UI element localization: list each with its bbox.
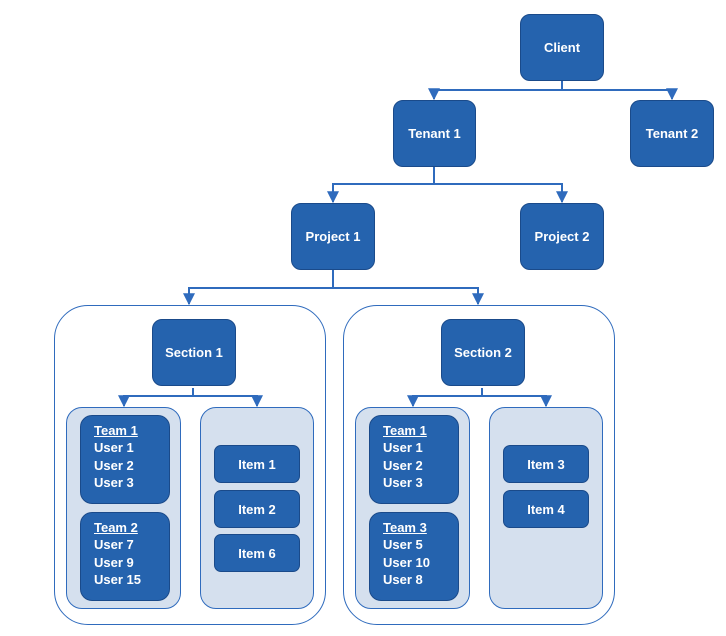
team-user: User 8 bbox=[383, 572, 423, 587]
team-name: Team 2 bbox=[94, 520, 138, 535]
section-2-items-panel: Item 3 Item 4 bbox=[489, 407, 603, 609]
team-card: Team 2 User 7 User 9 User 15 bbox=[80, 512, 170, 601]
connector-client-tenants bbox=[428, 81, 563, 101]
team-user: User 3 bbox=[383, 475, 423, 490]
item-box: Item 2 bbox=[214, 490, 300, 528]
item-box: Item 3 bbox=[503, 445, 589, 483]
connector-client-tenant2 bbox=[562, 88, 678, 101]
section-1-items-panel: Item 1 Item 2 Item 6 bbox=[200, 407, 314, 609]
team-user: User 5 bbox=[383, 537, 423, 552]
team-user: User 1 bbox=[94, 440, 134, 455]
team-user: User 2 bbox=[94, 457, 134, 473]
team-name: Team 3 bbox=[383, 520, 427, 535]
team-card: Team 1 User 1 User 2 User 3 bbox=[369, 415, 459, 504]
team-user: User 15 bbox=[94, 572, 141, 587]
item-box: Item 4 bbox=[503, 490, 589, 528]
section-2-node: Section 2 bbox=[441, 319, 525, 386]
team-user: User 1 bbox=[383, 440, 423, 455]
section-1-node: Section 1 bbox=[152, 319, 236, 386]
team-user: User 3 bbox=[94, 475, 134, 490]
connector-project1-section2 bbox=[333, 287, 484, 306]
team-user: User 2 bbox=[383, 457, 423, 473]
section-2-container: Section 2 Team 1 User 1 User 2 User 3 Te… bbox=[343, 305, 615, 625]
team-user: User 9 bbox=[94, 554, 134, 570]
item-box: Item 1 bbox=[214, 445, 300, 483]
connector-tenant1-project2 bbox=[434, 183, 568, 204]
team-name: Team 1 bbox=[94, 423, 138, 438]
project-2-node: Project 2 bbox=[520, 203, 604, 270]
connector-tenant1-projects bbox=[327, 166, 435, 204]
section-1-teams-panel: Team 1 User 1 User 2 User 3 Team 2 User … bbox=[66, 407, 181, 609]
team-user: User 10 bbox=[383, 554, 430, 570]
client-node: Client bbox=[520, 14, 604, 81]
team-card: Team 1 User 1 User 2 User 3 bbox=[80, 415, 170, 504]
tenant-2-node: Tenant 2 bbox=[630, 100, 714, 167]
section-2-teams-panel: Team 1 User 1 User 2 User 3 Team 3 User … bbox=[355, 407, 470, 609]
team-card: Team 3 User 5 User 10 User 8 bbox=[369, 512, 459, 601]
section-2-connectors bbox=[407, 388, 552, 408]
team-user: User 7 bbox=[94, 537, 134, 552]
section-1-container: Section 1 Team 1 User 1 User 2 User 3 Te… bbox=[54, 305, 326, 625]
section-1-connectors bbox=[118, 388, 263, 408]
item-box: Item 6 bbox=[214, 534, 300, 572]
connector-project1-sections bbox=[183, 270, 334, 306]
project-1-node: Project 1 bbox=[291, 203, 375, 270]
tenant-1-node: Tenant 1 bbox=[393, 100, 476, 167]
team-name: Team 1 bbox=[383, 423, 427, 438]
